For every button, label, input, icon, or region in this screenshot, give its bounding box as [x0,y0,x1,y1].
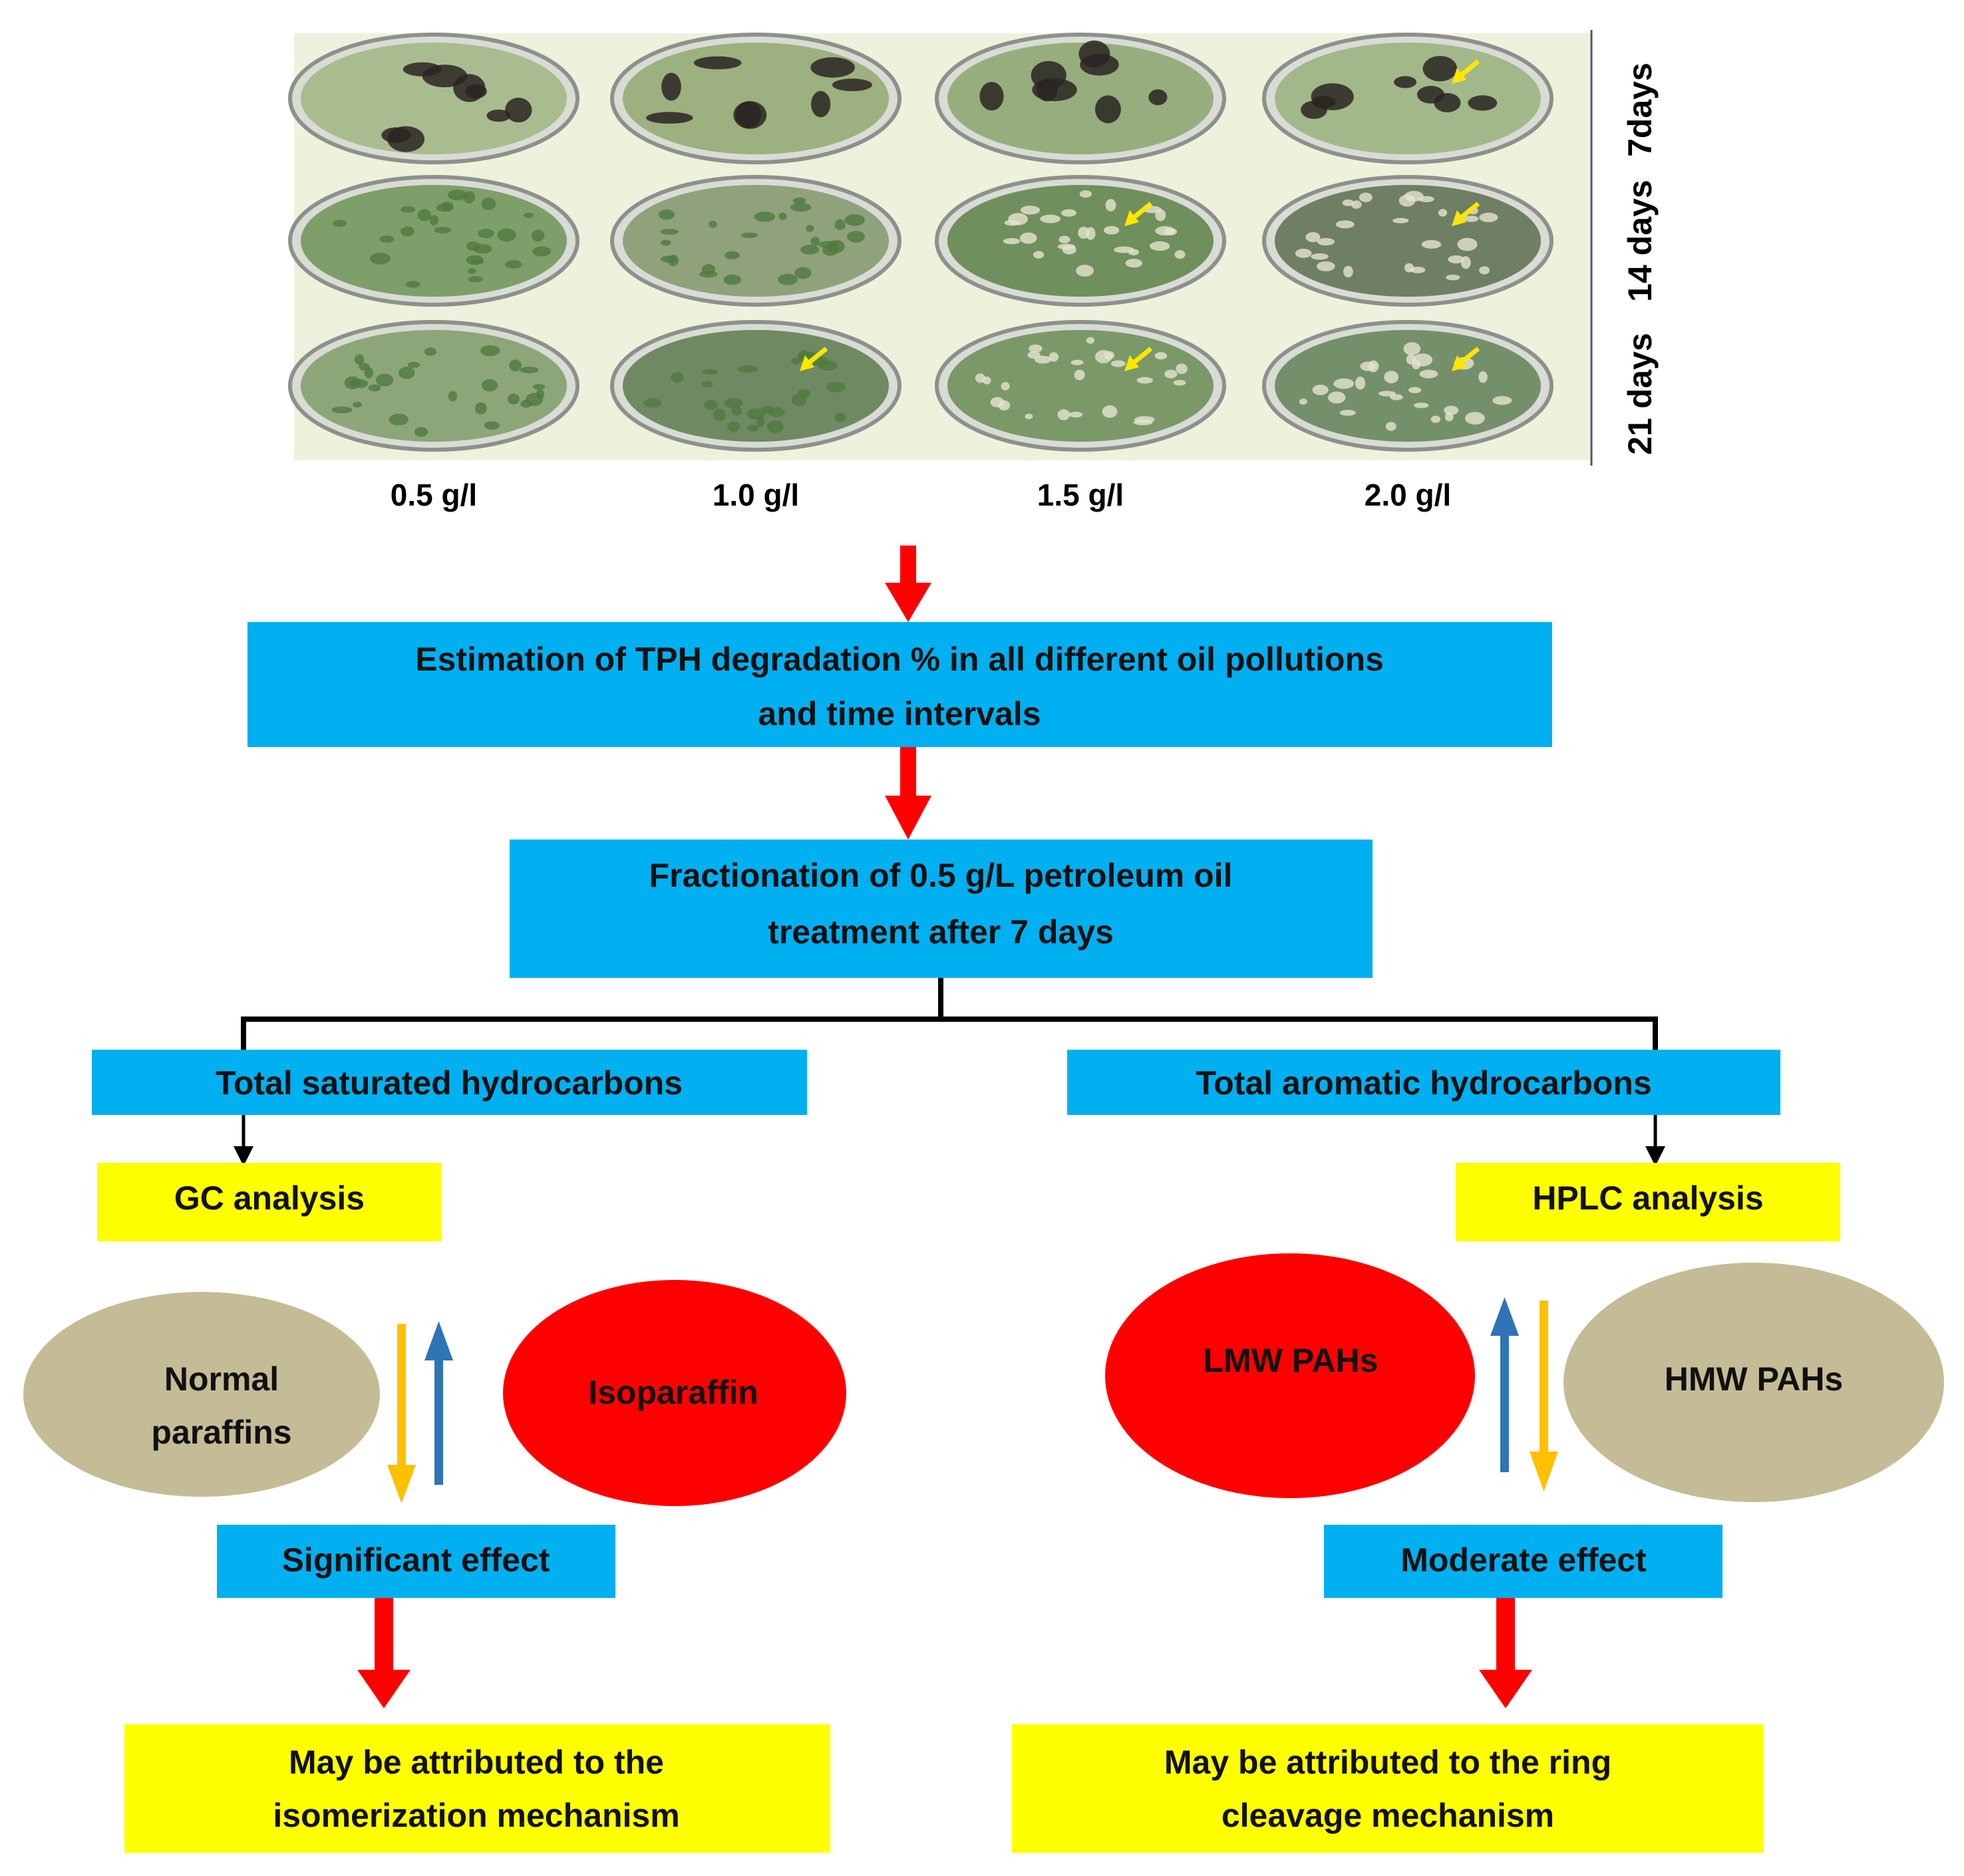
hmw-pahs-label: HMW PAHs [1665,1360,1844,1398]
hplc-label: HPLC analysis [1532,1179,1763,1217]
moderate-effect-box: Moderate effect [1324,1525,1722,1598]
gc-analysis-box: GC analysis [97,1163,442,1241]
normal-paraffins-line-1: Normal [164,1360,279,1398]
ring-cleavage-conclusion-box: May be attributed to the ring cleavage m… [1012,1724,1764,1853]
estimation-box: Estimation of TPH degradation % in all d… [247,622,1552,747]
conc-label-1-0: 1.0 g/l [713,478,799,512]
petri-dish-photo-panel [288,33,1590,460]
conc-label-0-5: 0.5 g/l [391,478,477,512]
petri-dish [288,33,579,164]
lmw-pahs-ellipse: LMW PAHs [1105,1253,1475,1498]
petri-dish [935,320,1226,452]
petri-dish [935,33,1226,164]
saturated-exchange-arrows [387,1321,453,1503]
aromatic-hydrocarbons-box: Total aromatic hydrocarbons [1067,1050,1780,1115]
petri-dish [1262,320,1554,452]
ring-cleavage-line-2: cleavage mechanism [1222,1797,1554,1834]
red-arrow-1 [885,546,931,622]
yellow-arrow-icon [800,347,828,371]
isoparaffin-ellipse: Isoparaffin [503,1280,846,1506]
hmw-pahs-ellipse: HMW PAHs [1563,1263,1944,1502]
petri-dish [288,320,579,452]
isomerization-line-1: May be attributed to the [289,1744,664,1781]
yellow-arrow-icon [1124,202,1153,226]
petri-dish [610,320,901,452]
isomerization-line-2: isomerization mechanism [273,1797,679,1834]
yellow-arrow-icon [1124,347,1153,371]
petri-dish-grid [288,33,1554,452]
red-arrow-aromatic [1479,1598,1532,1708]
petri-dish [1262,33,1554,164]
isomerization-conclusion-box: May be attributed to the isomerization m… [124,1724,830,1853]
branch-connector [241,978,1658,1050]
fractionation-line-2: treatment after 7 days [768,913,1114,951]
petri-dish [610,33,901,164]
significant-effect-box: Significant effect [217,1525,615,1598]
day-label-14: 14 days [1621,180,1659,301]
petri-dish [1262,175,1554,307]
hplc-analysis-box: HPLC analysis [1456,1163,1840,1241]
saturated-title: Total saturated hydrocarbons [216,1064,683,1102]
aromatic-title: Total aromatic hydrocarbons [1196,1064,1651,1102]
fractionation-box: Fractionation of 0.5 g/L petroleum oil t… [510,840,1373,978]
petri-dish [935,175,1226,307]
gc-label: GC analysis [174,1179,365,1217]
normal-paraffins-ellipse: Normal paraffins [23,1292,380,1497]
day-label-21: 21 days [1621,333,1659,454]
day-label-7: 7days [1621,63,1659,157]
conc-label-2-0: 2.0 g/l [1365,478,1451,512]
petri-dish [288,175,579,307]
red-arrow-2 [885,747,931,840]
red-arrow-saturated [357,1598,410,1708]
significant-effect-label: Significant effect [282,1541,550,1579]
yellow-arrow-icon [1452,59,1480,84]
yellow-arrow-icon [1452,347,1480,371]
normal-paraffins-line-2: paraffins [151,1414,291,1451]
estimation-line-1: Estimation of TPH degradation % in all d… [415,641,1384,678]
ring-cleavage-line-1: May be attributed to the ring [1164,1744,1611,1781]
moderate-effect-label: Moderate effect [1400,1541,1647,1579]
yellow-arrow-icon [1452,202,1480,226]
saturated-hydrocarbons-box: Total saturated hydrocarbons [92,1050,807,1115]
petri-dish [610,175,901,307]
isoparaffin-label: Isoparaffin [588,1374,758,1411]
fractionation-line-1: Fractionation of 0.5 g/L petroleum oil [649,857,1233,894]
lmw-pahs-label: LMW PAHs [1204,1342,1379,1379]
estimation-line-2: and time intervals [758,695,1041,732]
conc-label-1-5: 1.5 g/l [1037,478,1124,512]
aromatic-exchange-arrows [1490,1297,1558,1491]
